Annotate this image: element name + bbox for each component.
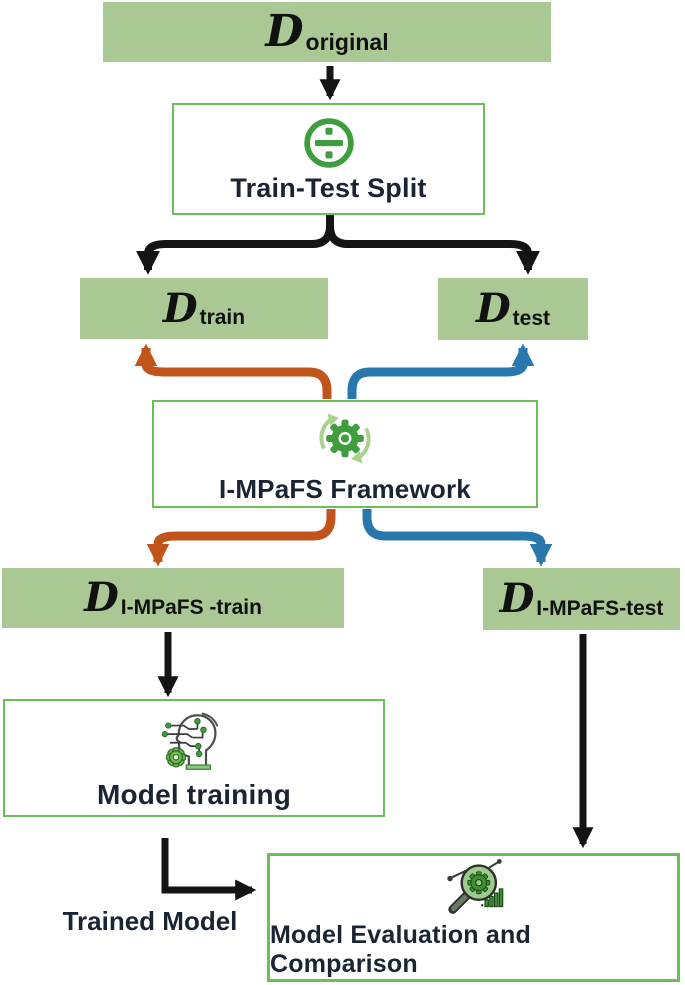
- model-training-label: Model training: [96, 779, 292, 810]
- node-d-original: D original: [103, 2, 551, 62]
- trained-model-label: Trained Model: [62, 906, 238, 936]
- d-original-subscript: original: [305, 28, 389, 55]
- arrow-impafs-to-dimpafstrain: [146, 509, 336, 567]
- node-model-training: Model training: [3, 699, 385, 817]
- d-impafs-test-symbol: D: [499, 575, 535, 622]
- d-test-subscript: test: [512, 306, 551, 330]
- node-d-test: D test: [438, 278, 588, 340]
- arrow-impafs-to-dimpafstest: [362, 509, 553, 567]
- model-evaluation-label: Model Evaluation and Comparison: [270, 921, 531, 978]
- node-model-evaluation: Model Evaluation and Comparison: [267, 853, 680, 982]
- d-impafs-train-subscript: I-MPaFS -train: [120, 595, 262, 619]
- ai-head-circuit-icon: [161, 712, 219, 770]
- magnifier-gear-chart-icon: [446, 859, 503, 914]
- arrow-impafs-to-dtrain: [134, 343, 332, 399]
- arrow-training-to-evaluation: [161, 838, 257, 901]
- d-original-symbol: D: [265, 6, 304, 57]
- train-test-split-label: Train-Test Split: [230, 172, 427, 203]
- node-d-impafs-train: D I-MPaFS -train: [2, 568, 344, 628]
- d-train-symbol: D: [162, 284, 198, 332]
- d-impafs-test-subscript: I-MPaFS-test: [536, 596, 664, 620]
- gear-sync-icon: [319, 413, 371, 464]
- node-train-test-split: Train-Test Split: [172, 103, 485, 215]
- d-train-subscript: train: [199, 306, 246, 329]
- divide-circle-icon: [303, 117, 354, 168]
- node-d-impafs-test: D I-MPaFS-test: [483, 568, 680, 630]
- impafs-framework-label: I-MPaFS Framework: [219, 474, 471, 504]
- d-test-symbol: D: [475, 285, 511, 332]
- d-impafs-train-symbol: D: [84, 574, 119, 621]
- node-d-train: D train: [80, 278, 328, 339]
- arrow-impafs-to-dtest: [347, 343, 535, 399]
- arrow-split-brace: [136, 211, 540, 275]
- node-impafs-framework: I-MPaFS Framework: [152, 400, 538, 508]
